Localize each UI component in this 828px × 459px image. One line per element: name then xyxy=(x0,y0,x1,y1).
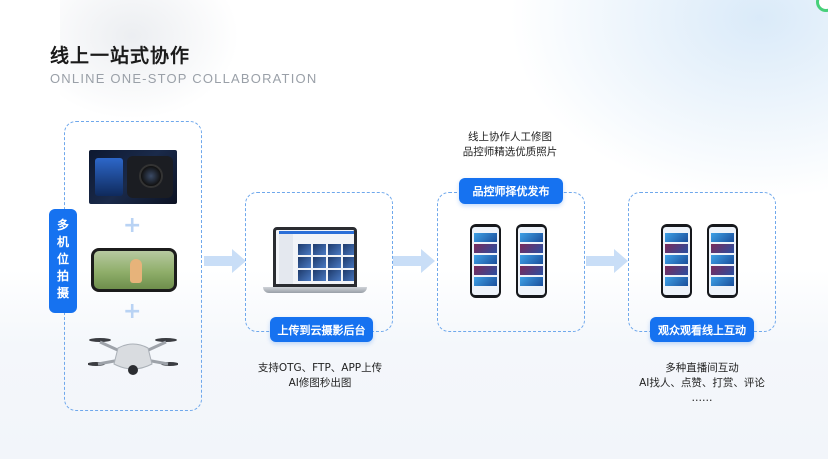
stage-shooting-label: 多 机 位 拍 摄 xyxy=(49,209,77,313)
camera-photo xyxy=(89,150,177,204)
interact-caption: 多种直播间互动 AI找人、点赞、打赏、评论 …… xyxy=(622,361,782,406)
corner-circle-icon xyxy=(816,0,828,12)
caption-line: 多种直播间互动 xyxy=(665,362,739,374)
arrow-right-icon xyxy=(393,249,435,273)
label-char: 位 xyxy=(56,252,69,266)
caption-line: 线上协作人工修图 xyxy=(468,131,552,143)
phone-icon xyxy=(661,224,692,298)
caption-line: AI找人、点赞、打赏、评论 xyxy=(639,377,765,389)
background-leaf-shadow xyxy=(60,0,240,120)
caption-line: 支持OTG、FTP、APP上传 xyxy=(257,362,383,374)
label-char: 多 xyxy=(56,218,69,232)
upload-badge: 上传到云摄影后台 xyxy=(270,317,373,342)
caption-line: AI修图秒出图 xyxy=(288,377,352,389)
phone-icon xyxy=(707,224,738,298)
label-char: 机 xyxy=(56,235,69,249)
interact-badge: 观众观看线上互动 xyxy=(650,317,754,342)
phone-icon xyxy=(516,224,547,298)
stage-interact-box xyxy=(628,192,776,332)
background-glow xyxy=(508,0,828,200)
review-badge: 品控师择优发布 xyxy=(459,178,563,204)
caption-line: 品控师精选优质照片 xyxy=(462,146,558,158)
plus-icon: + xyxy=(123,213,142,238)
phone-photo xyxy=(91,248,177,292)
phone-icon xyxy=(470,224,501,298)
caption-line: …… xyxy=(691,392,713,404)
drone-icon xyxy=(88,338,178,375)
review-caption: 线上协作人工修图 品控师精选优质照片 xyxy=(430,130,590,160)
arrow-right-icon xyxy=(586,249,628,273)
page-subtitle: ONLINE ONE-STOP COLLABORATION xyxy=(50,71,318,86)
stage-review-box xyxy=(437,192,585,332)
plus-icon: + xyxy=(123,299,142,324)
label-char: 摄 xyxy=(56,286,69,300)
page-title: 线上一站式协作 xyxy=(50,45,191,67)
laptop-icon xyxy=(263,227,367,297)
upload-caption: 支持OTG、FTP、APP上传 AI修图秒出图 xyxy=(238,361,402,391)
label-char: 拍 xyxy=(56,269,69,283)
arrow-right-icon xyxy=(204,249,246,273)
